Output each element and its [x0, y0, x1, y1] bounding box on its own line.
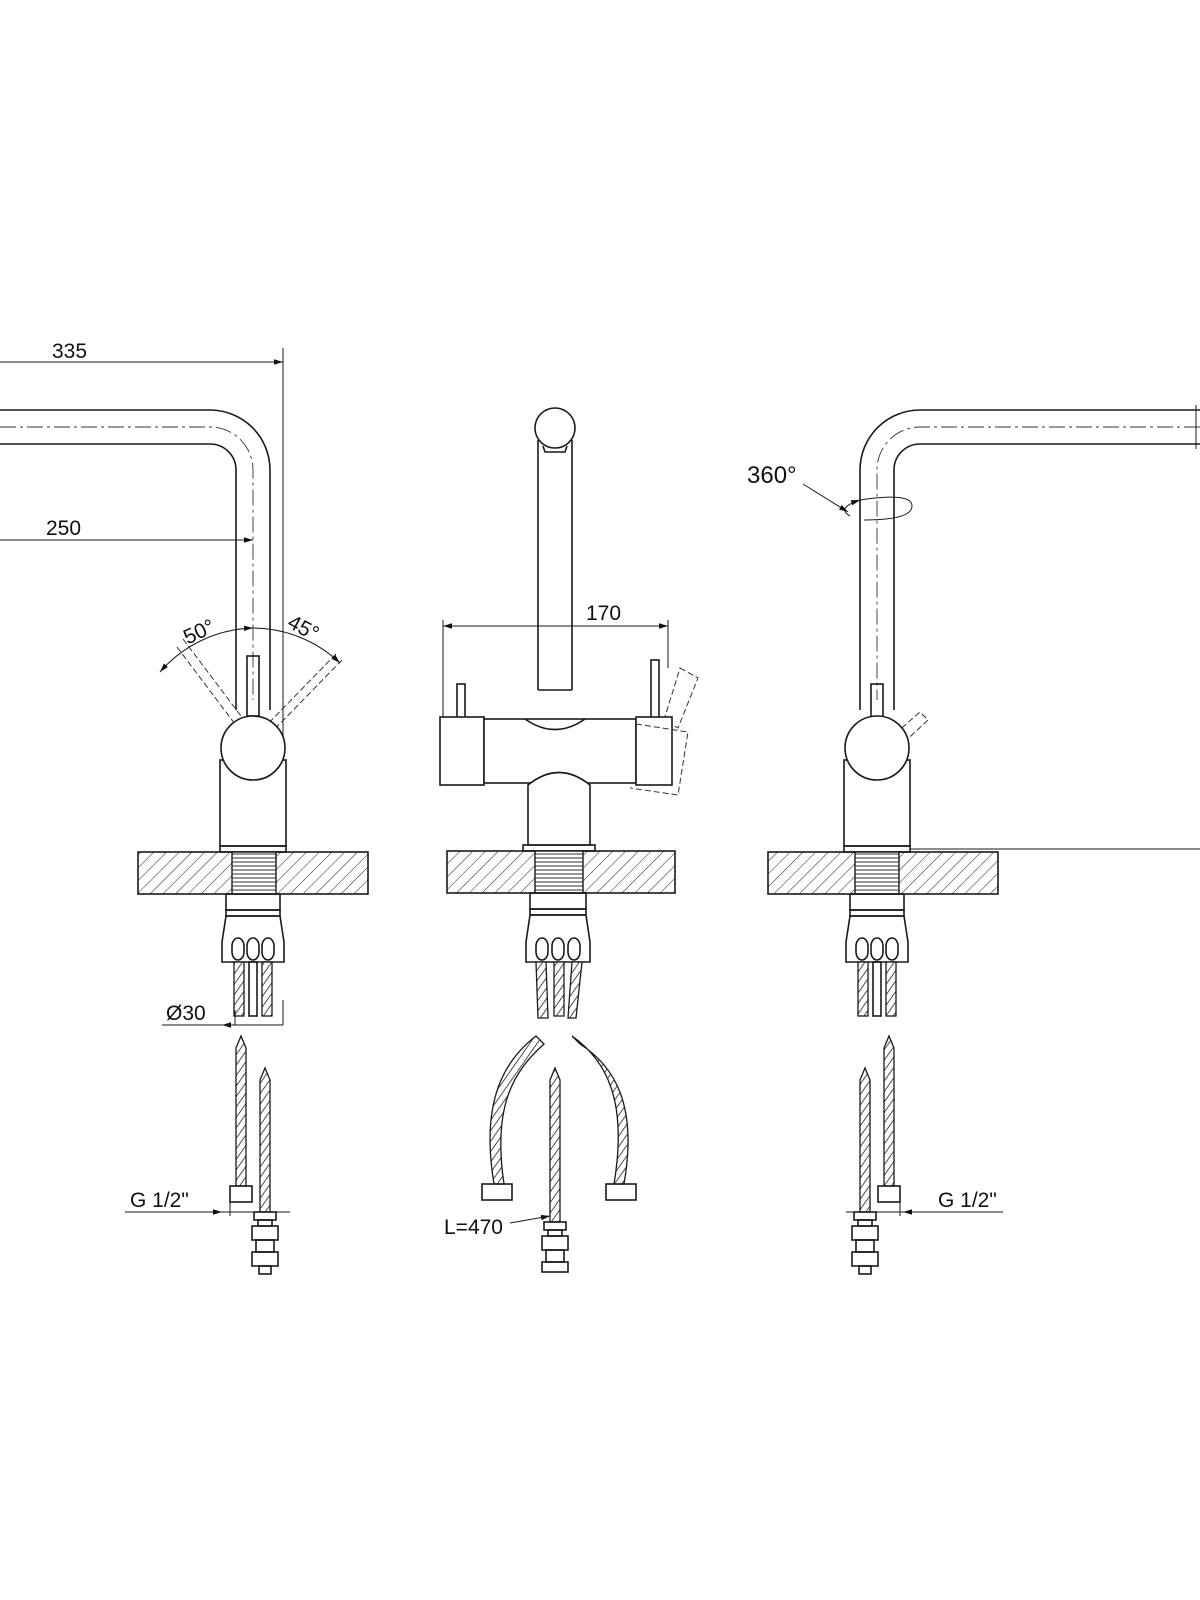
rotation-label-360: 360° — [747, 462, 797, 489]
lever-right — [870, 683, 884, 721]
supply-hoses-left — [229, 1034, 279, 1275]
rotation-indicator: 360° — [747, 462, 913, 521]
thread-label-right: G 1/2" — [938, 1189, 997, 1212]
mounting-nut-right — [845, 893, 909, 963]
side-view-left: 335 250 50° 45° — [0, 340, 369, 1275]
supply-hoses-front — [481, 1035, 637, 1273]
mounting-thread-front — [534, 850, 584, 894]
faucet-body-right — [843, 715, 911, 853]
mounting-thread-left — [231, 851, 277, 895]
faucet-body-front — [439, 716, 689, 852]
dimension-250: 250 — [0, 517, 253, 543]
angle-label-50: 50° — [180, 615, 219, 649]
dimension-label-250: 250 — [46, 517, 81, 540]
dimension-l470: L=470 — [444, 1214, 551, 1239]
dimension-label-170: 170 — [586, 602, 621, 625]
spout-right — [859, 405, 1200, 710]
mounting-nut-left — [221, 893, 285, 963]
angle-label-45: 45° — [284, 611, 323, 646]
dimension-label-l470: L=470 — [444, 1216, 503, 1239]
supply-hoses-right — [851, 1034, 901, 1275]
mounting-thread-right — [854, 851, 900, 895]
lever-front-right — [650, 659, 660, 723]
dimension-g12-right: G 1/2" — [846, 1189, 1003, 1216]
spout-left — [0, 409, 271, 710]
faucet-body-left — [219, 715, 287, 853]
spout-front — [534, 407, 576, 691]
dimension-170: 170 — [442, 602, 669, 785]
front-view: 170 — [439, 407, 699, 1273]
side-view-right: 360° — [747, 405, 1200, 1275]
dimension-label-335: 335 — [52, 340, 87, 363]
dimension-g12-left: G 1/2" — [125, 1189, 290, 1216]
thread-label-left: G 1/2" — [130, 1189, 189, 1212]
mounting-nut-front — [525, 892, 591, 963]
dimension-d30: Ø30 — [162, 1000, 284, 1028]
dimension-label-d30: Ø30 — [166, 1002, 206, 1025]
lever-front-left — [456, 683, 466, 721]
